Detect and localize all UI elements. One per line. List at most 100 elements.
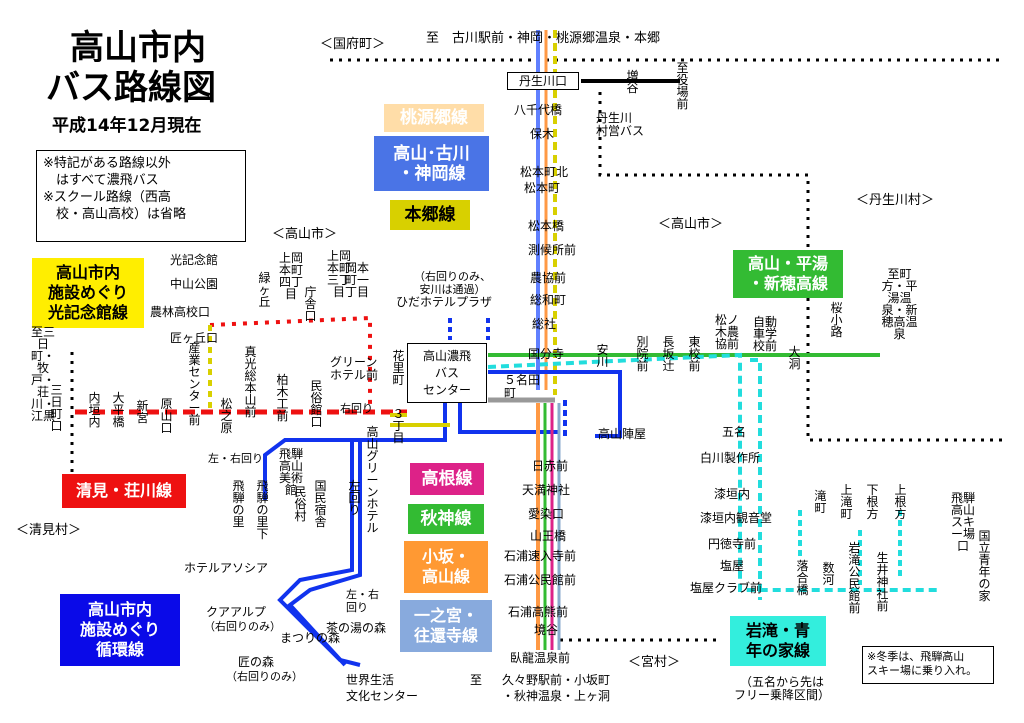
boundary-miya: ＜宮村＞ — [628, 655, 681, 670]
legend-hirayu: 高山・平湯 ・新穂高線 — [733, 250, 843, 298]
stop-sogo: 数河 — [822, 561, 835, 587]
stop-betsuin: 別院前 — [636, 335, 649, 373]
legend-takayama-furukawa: 高山･古川 ・神岡線 — [374, 136, 489, 191]
winter-note: ※冬季は、飛騨高山 スキー場に乗り入れ。 — [862, 646, 994, 684]
legend-hikari: 高山市内 施設めぐり 光記念館線 — [32, 258, 144, 328]
destination-south-to: 至 — [470, 673, 483, 687]
stop-chanoyu: 茶の湯の森 — [326, 621, 387, 635]
legend-kiyomi: 清見・荘川線 — [62, 474, 186, 508]
stop-ishiura-kominkan: 石浦公民館前 — [504, 573, 577, 587]
stop-ohora: 大洞 — [788, 345, 801, 371]
stop-hida-no-sato-shita: 飛騨の里下 — [256, 479, 269, 541]
stop-gomyo: 五名 — [722, 425, 747, 439]
stop-garyu: 臥龍温泉前 — [510, 651, 571, 665]
stop-mikkamachi: 三日町口 — [50, 383, 63, 433]
stop-hidabijutsukan: 飛騨高山美術館 — [278, 447, 303, 497]
destination-kiyomi: 至三日町・牧戸・荘川・江黒 — [30, 325, 55, 423]
stop-hidari-migi: 左・右回り — [208, 452, 263, 465]
stop-chosha: 庁舎口 — [304, 285, 317, 323]
stop-matsunoki: 松ノ木農協前 — [714, 313, 739, 351]
stop-sowa: 総和町 — [530, 293, 567, 307]
stop-ochiai: 落合橋 — [796, 559, 809, 597]
stop-yasukawa: 安川 — [596, 343, 609, 369]
stop-takumi: 匠ヶ丘口 — [170, 331, 219, 345]
destination-hirayu: 至町方・平湯温泉・新穂高温泉 — [881, 267, 918, 341]
stop-qua-alp: クアアルプ — [206, 605, 266, 619]
stop-green-hotel: グリーン ホテル前 — [330, 355, 379, 382]
stop-shioya-club: 塩屋クラブ前 — [690, 581, 763, 595]
stop-ikoi: 生井神社前 — [876, 551, 889, 613]
stop-qua-alp-note: （右回りのみ） — [204, 620, 281, 633]
stop-shinko: 真光総本山前 — [244, 345, 257, 419]
hidahotel-note: （右回りのみ、 安川は通過） — [414, 270, 491, 296]
legend-togen: 桃源郷線 — [384, 104, 484, 132]
stop-takumi-mori-note: （右回りのみ） — [226, 670, 303, 683]
stop-hida-ski: 飛騨高山スキー場口 — [950, 491, 975, 553]
stop-tenman: 天満神社 — [522, 483, 571, 497]
stop-soja: 総社 — [532, 317, 557, 331]
boundary-kiyomi: ＜清見村＞ — [16, 523, 82, 538]
stop-shitsuuchi: 漆垣内 — [714, 487, 751, 501]
stop-ishiura-hayato: 石浦速入寺前 — [504, 549, 577, 563]
destination-south2: ・秋神温泉・上ヶ洞 — [502, 689, 611, 703]
stop-entokuji: 円徳寺前 — [708, 537, 757, 551]
stop-ishiura-takakuma: 石浦高熊前 — [508, 605, 569, 619]
stop-kamitakimachi: 上滝町 — [840, 483, 853, 521]
stop-kamiokamoto3: 上岡本町三丁目 — [326, 249, 351, 299]
stop-hachisendai: 八千代橋 — [514, 103, 563, 117]
stop-kamiokamoto4: 上岡本町四丁目 — [278, 251, 303, 301]
stop-midori: 緑ヶ丘 — [258, 271, 271, 309]
legend-loop: 高山市内 施設めぐり 循環線 — [60, 594, 180, 666]
stop-okamoto1: 岡本町一丁目 — [344, 261, 369, 299]
stop-nisseki: 日赤前 — [532, 459, 569, 473]
stop-takimachi: 滝町 — [814, 489, 827, 515]
stop-matsumotobashi: 松本橋 — [528, 219, 565, 233]
route-loop — [488, 370, 622, 438]
boundary-takayama-top: ＜高山市＞ — [272, 227, 338, 242]
legend-akigami: 秋神線 — [408, 504, 484, 534]
route-iwataki — [487, 352, 940, 592]
stop-nokyo: 農協前 — [530, 271, 567, 285]
stop-sekai1: 世界生活 — [346, 673, 395, 687]
stop-sanno: 山王橋 — [530, 529, 567, 543]
stop-minzoku: 民俗村 — [294, 485, 307, 523]
stop-kashiwamoto: 柏木工前 — [276, 373, 289, 423]
stop-seinen: 国立青年の家 — [978, 529, 991, 603]
stop-nyukawa-bus: 丹生川 村営バス — [596, 111, 645, 138]
stop-sangyo: 産業センター前 — [188, 341, 201, 427]
map-title-line2: バス路線図 — [46, 68, 216, 108]
stop-sakuraji: 桜小路 — [830, 301, 843, 339]
stop-shirakawa: 白川製作所 — [700, 451, 761, 465]
stop-shimonekata: 下根方 — [866, 483, 879, 521]
stop-takayama-green: 高山グリーンホテル — [366, 425, 379, 535]
stop-ohirabashi: 大平橋 — [112, 391, 125, 429]
stop-harayama: 原山口 — [160, 397, 173, 435]
stop-hoki: 保木 — [530, 127, 555, 141]
stop-matsumoto-kita: 松本町北 — [520, 165, 569, 179]
stop-hanasato: 花里町 — [392, 349, 405, 387]
stop-masutani: 増谷 — [626, 69, 639, 95]
stop-hida-no-sato: 飛騨の里 — [232, 479, 245, 529]
stop-migimawari: 右回り — [340, 402, 373, 415]
bus-center: 高山濃飛 バス センター — [407, 343, 487, 403]
stop-go-nada: ５名田町 — [504, 373, 541, 400]
stop-takumi-mori: 匠の森 — [238, 655, 275, 669]
stop-shingu: 新宮 — [136, 399, 149, 425]
stop-matsumoto: 松本町 — [524, 181, 561, 195]
stop-uchigaki: 内垣内 — [88, 391, 101, 429]
stop-hidahotel: ひだホテルプラザ — [396, 295, 493, 309]
stop-matsuri: まつりの森 — [280, 631, 341, 645]
stop-shioya: 塩屋 — [720, 559, 745, 573]
free-ride-note: （五名から先は フリー乗降区間） — [734, 675, 831, 702]
stop-hidari-mawari: 左回り — [348, 479, 361, 517]
stop-jinya: 高山陣屋 — [598, 427, 647, 441]
legend-hongo: 本郷線 — [390, 200, 470, 230]
map-title-line1: 高山市内 — [70, 28, 206, 68]
boundary-nyukawa: ＜丹生川村＞ — [856, 193, 935, 208]
map-date: 平成14年12月現在 — [52, 116, 202, 136]
stop-tokou: 東校前 — [688, 335, 701, 373]
legend-takane: 高根線 — [410, 463, 484, 495]
stop-kokumin: 国民宿舎 — [314, 479, 327, 529]
